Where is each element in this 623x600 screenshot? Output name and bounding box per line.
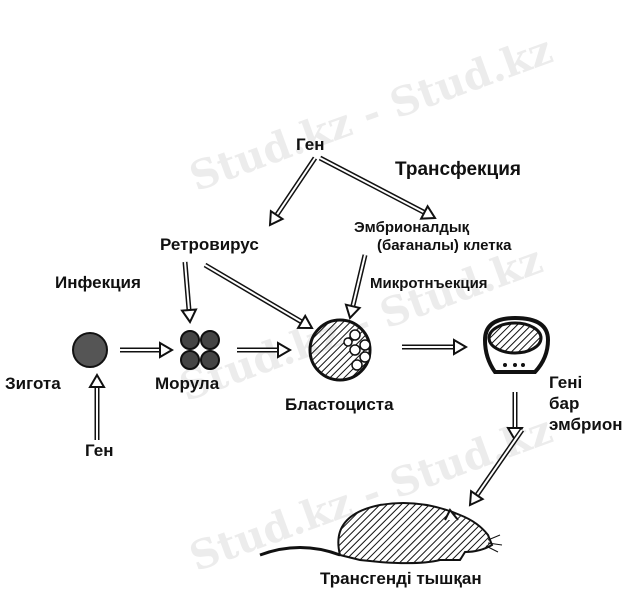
label-morula: Морула: [155, 374, 220, 393]
label-embryo-2: бар: [549, 394, 580, 413]
arrows: [88, 155, 525, 507]
arrow: [120, 341, 174, 359]
arrow: [203, 262, 314, 330]
label-microinjection: Микротнъекция: [370, 275, 488, 292]
arrow: [402, 338, 468, 356]
morula-cells: [180, 330, 220, 370]
arrow: [318, 155, 437, 220]
label-retrovirus: Ретровирус: [160, 235, 259, 254]
label-embryonic-1: Эмбрионалдық: [354, 219, 470, 236]
label-transgenic-mouse: Трансгенді тышқан: [320, 569, 482, 588]
label-transfection: Трансфекция: [395, 159, 521, 180]
label-embryonic-2: (бағаналы) клетка: [377, 237, 512, 254]
label-embryo-1: Гені: [549, 373, 583, 392]
arrow: [468, 428, 525, 507]
label-gene-bottom: Ген: [85, 441, 114, 460]
arrow: [237, 341, 292, 359]
label-infection: Инфекция: [55, 273, 141, 292]
arrow: [268, 156, 318, 227]
arrow: [344, 254, 368, 320]
label-gene-top: Ген: [296, 135, 325, 154]
label-zygote: Зигота: [5, 374, 61, 393]
arrow: [88, 373, 106, 440]
label-embryo-3: эмбрион: [549, 415, 623, 434]
zygote-cell: [72, 332, 108, 368]
label-blastocyst: Бластоциста: [285, 395, 394, 414]
arrow: [180, 261, 198, 324]
mouse-drawing: [259, 501, 503, 565]
embryo-with-gene: [482, 315, 551, 374]
blastocyst: [308, 318, 372, 382]
